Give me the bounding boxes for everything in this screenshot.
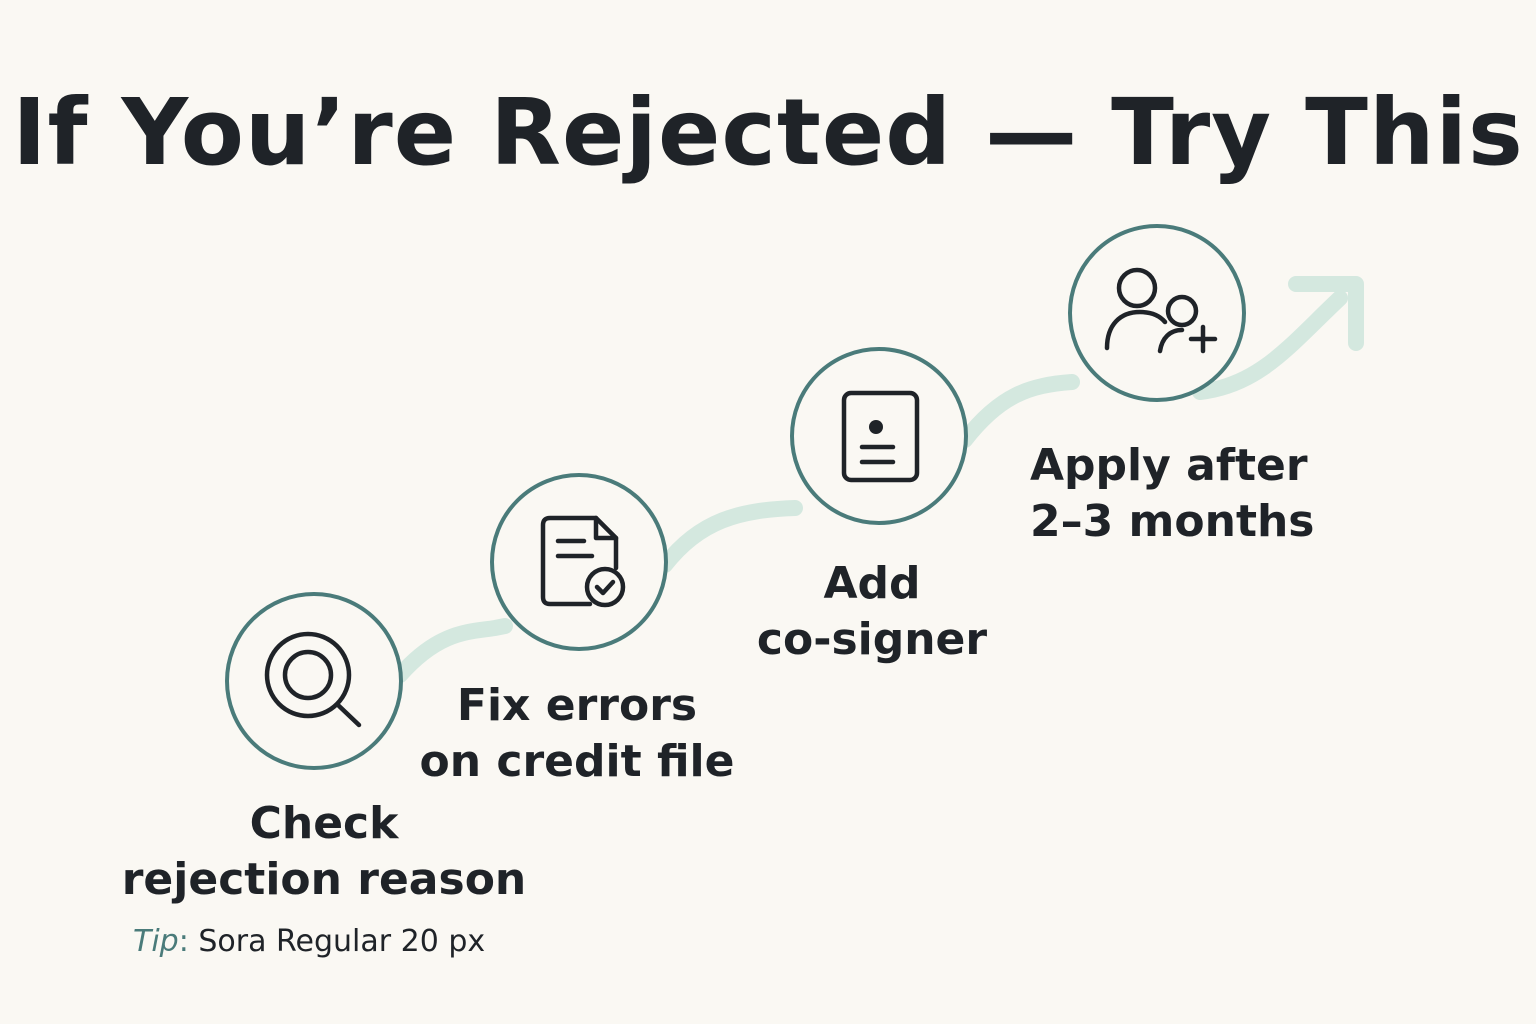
step-4-label: Apply after 2–3 months — [1030, 438, 1390, 550]
step-3-label: Add co-signer — [712, 556, 1032, 668]
step-2-label: Fix errors on credit file — [377, 678, 777, 790]
step-2-line1: Fix errors — [456, 680, 698, 731]
step-3-line2: co-signer — [756, 614, 988, 665]
progress-path — [392, 290, 1348, 683]
page-title: If You’re Rejected — Try This — [12, 79, 1524, 186]
add-user-icon — [1104, 267, 1218, 354]
step-3-line1: Add — [823, 558, 921, 609]
step-1-line1: Check — [249, 798, 399, 849]
step-2-line2: on credit file — [419, 736, 735, 787]
tip-note: Tip: Sora Regular 20 px — [133, 922, 485, 962]
tip-prefix: Tip — [133, 924, 179, 959]
magnifier-icon — [264, 631, 362, 728]
tip-colon: : — [178, 924, 189, 959]
step-2-circle — [490, 473, 668, 651]
step-1-label: Check rejection reason — [114, 796, 534, 908]
document-check-icon — [540, 515, 626, 608]
step-3-circle — [790, 347, 968, 525]
id-card-icon — [841, 390, 920, 483]
step-4-line2: 2–3 months — [1030, 496, 1315, 547]
step-1-line2: rejection reason — [121, 854, 527, 905]
step-1-circle — [225, 592, 403, 770]
step-4-line1: Apply after — [1030, 440, 1308, 491]
step-4-circle — [1068, 224, 1246, 402]
arrow-head-icon — [1288, 276, 1364, 351]
tip-text: Sora Regular 20 px — [198, 924, 486, 959]
